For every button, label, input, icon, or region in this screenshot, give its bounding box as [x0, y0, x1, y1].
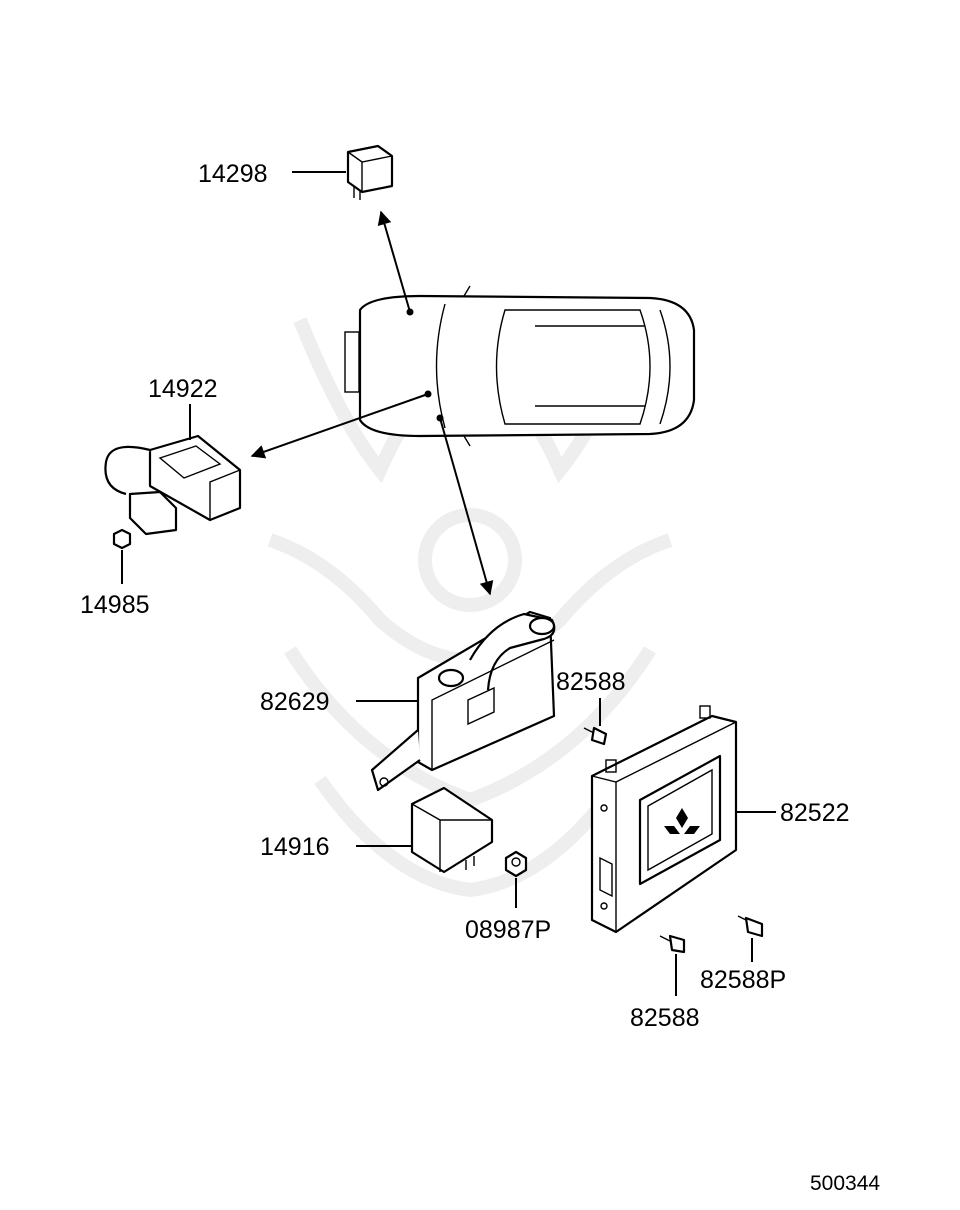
callout-bolt-bottom: 82588	[630, 1004, 700, 1032]
arrow-to-sensor	[250, 393, 429, 459]
nut-center-part	[504, 850, 528, 878]
bolt-bottom-right-part	[737, 915, 764, 938]
vehicle-top-view	[344, 285, 696, 447]
ecu-part	[590, 705, 738, 934]
bolt-top-part	[583, 726, 608, 746]
sensor-part	[104, 434, 242, 536]
callout-bolt-top: 82588	[556, 668, 626, 696]
callout-module: 14916	[260, 833, 330, 861]
module-part	[410, 786, 494, 874]
bolt-bottom-part	[659, 934, 686, 954]
bracket-part	[370, 610, 556, 792]
three-diamond-emblem-icon	[664, 808, 700, 834]
callout-ecu: 82522	[780, 799, 850, 827]
nut-left-part	[112, 528, 132, 550]
callout-relay: 14298	[198, 160, 268, 188]
relay-part	[346, 144, 394, 200]
arrow-to-relay	[377, 210, 411, 313]
callout-bracket: 82629	[260, 688, 330, 716]
callout-sensor: 14922	[148, 375, 218, 403]
arrow-to-bracket	[439, 417, 494, 596]
callout-nut-center: 08987P	[465, 916, 551, 944]
figure-number: 500344	[810, 1172, 880, 1195]
callout-bolt-bottom-right: 82588P	[700, 966, 786, 994]
callout-nut-left: 14985	[80, 591, 150, 619]
